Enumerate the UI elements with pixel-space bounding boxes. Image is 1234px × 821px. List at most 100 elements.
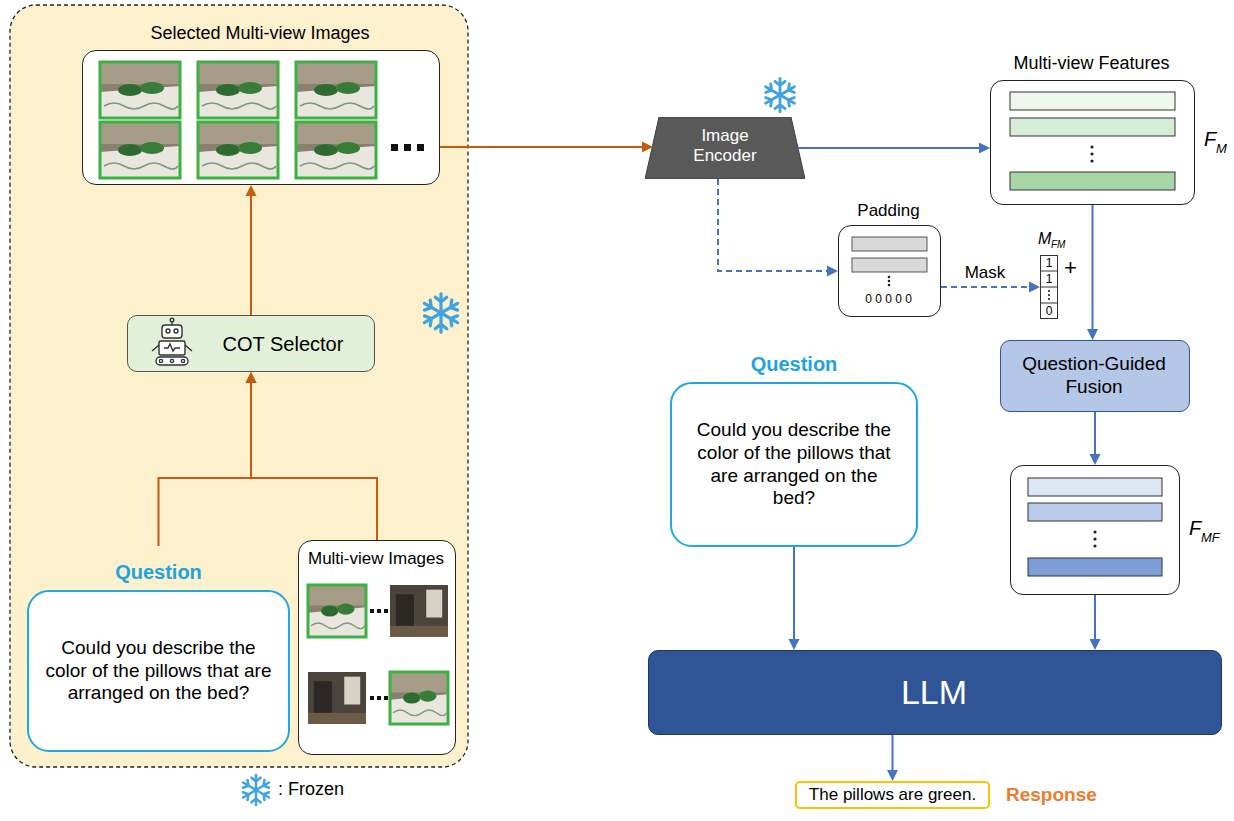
arrow-head [887,770,898,781]
connector-line [718,179,827,271]
selected-photos-part [100,122,180,178]
connector-line [793,547,795,639]
encoder-trapezoid: Image Encoder [645,117,805,179]
question-box: QuestionCould you describe the color of … [670,382,918,547]
mask-cells-part [1040,287,1058,288]
image-group-box: Selected Multi-view Images [82,50,440,185]
fused-bars-part [1028,503,1162,521]
robot-icon-part [152,345,159,351]
all-photos-part [308,585,366,637]
robot-icon-part [170,318,174,322]
feature-bars-part-part [1090,159,1093,162]
arrow-head [246,372,257,383]
selected-photos-part [100,62,180,118]
selected-photos-part [391,144,424,151]
mask-cells-part-part [1048,294,1050,296]
question-box: QuestionCould you describe the color of … [27,590,290,752]
connector-arrow [1087,205,1098,340]
fused-bars-part-part [1093,537,1096,540]
node-text: Image Encoder [685,126,765,167]
padding-bars-part [888,276,891,287]
node-text: COT Selector [198,332,368,356]
mask-cells-part [1048,290,1050,300]
node-text: 0 [1041,303,1057,319]
node-text: LLM [649,672,1219,713]
mask-cells-part [1040,271,1058,272]
feature-box: Multi-view FeaturesFM [990,80,1195,205]
connector-line [1094,412,1096,454]
legend-symbol [241,775,271,805]
feature-bars-part-part [1090,145,1093,148]
edge-label: Mask [965,263,1006,283]
legend-symbol-part [241,775,271,805]
all-photos-part [390,672,448,724]
robot-icon [152,318,192,365]
arrow-head [1090,454,1101,465]
node-text: F [1204,127,1216,151]
fused-bars-part [1028,558,1162,576]
all-photos-part-part [384,696,388,700]
selected-photos-part-part [198,122,278,178]
node-text: M [1216,141,1227,157]
selected-photos-part [296,122,376,178]
robot-icon-part [159,359,162,362]
node-text: FM [1051,239,1065,251]
node-text: Could you describe the color of the pill… [688,419,900,510]
padding-bars-part [852,237,927,251]
response-box: The pillows are green.Response [795,781,990,809]
all-photos-part-part [377,609,381,613]
mask-cells-part [1040,303,1058,304]
node-text: 0 0 0 0 0 [839,292,938,306]
selected-photos-part-part [391,144,398,151]
frozen-symbol [422,78,797,332]
all-photos-part [370,609,388,700]
node-text: The pillows are green. [797,785,988,805]
frozen-symbol-part [422,294,461,332]
robot-icon-part [170,359,173,362]
arrow-head [1087,329,1098,340]
padding-bars [852,237,927,286]
arrow-head [246,372,257,383]
fused-bars [1028,478,1162,576]
selected-photos-part [198,122,278,178]
arrow-head [827,266,838,277]
robot-icon-part [181,359,184,362]
fused-feature-box: FMF [1010,465,1180,595]
feature-bars-part [1010,118,1175,136]
selector-box: COT Selector [127,315,375,372]
connector-line [159,383,252,546]
node-text: F [1189,516,1201,540]
selected-photos-part-part [296,62,376,118]
connector-arrow [789,547,800,650]
selected-photos-part [296,62,376,118]
selected-photos-part-part [100,122,180,178]
selected-photos-part-part [417,144,424,151]
feature-bars-part [1010,92,1175,110]
all-photos-part-part [390,672,448,724]
fused-bars-part-part [1093,530,1096,533]
node-text: Question [672,352,916,376]
arrow-head [246,185,257,196]
connector-arrow [1090,595,1101,650]
legend-text: : Frozen [278,779,344,801]
selected-photos-part [100,62,376,178]
feature-bars-part-part [1090,152,1093,155]
robot-icon-part [156,357,188,365]
connector-line [440,146,642,148]
encoder-outline [645,117,805,179]
selected-photos [100,62,424,178]
robot-icon-part [185,345,192,351]
mask-cells [1040,271,1058,303]
robot-icon-part [164,344,180,351]
feature-bars-part [1090,145,1093,162]
selected-photos-part-part [100,62,180,118]
padding-bars-part-part [888,280,891,283]
fused-bars-part [1093,530,1096,547]
all-photos-part-part [370,696,374,700]
robot-icon-part [174,329,178,333]
connector-line [1094,595,1096,639]
